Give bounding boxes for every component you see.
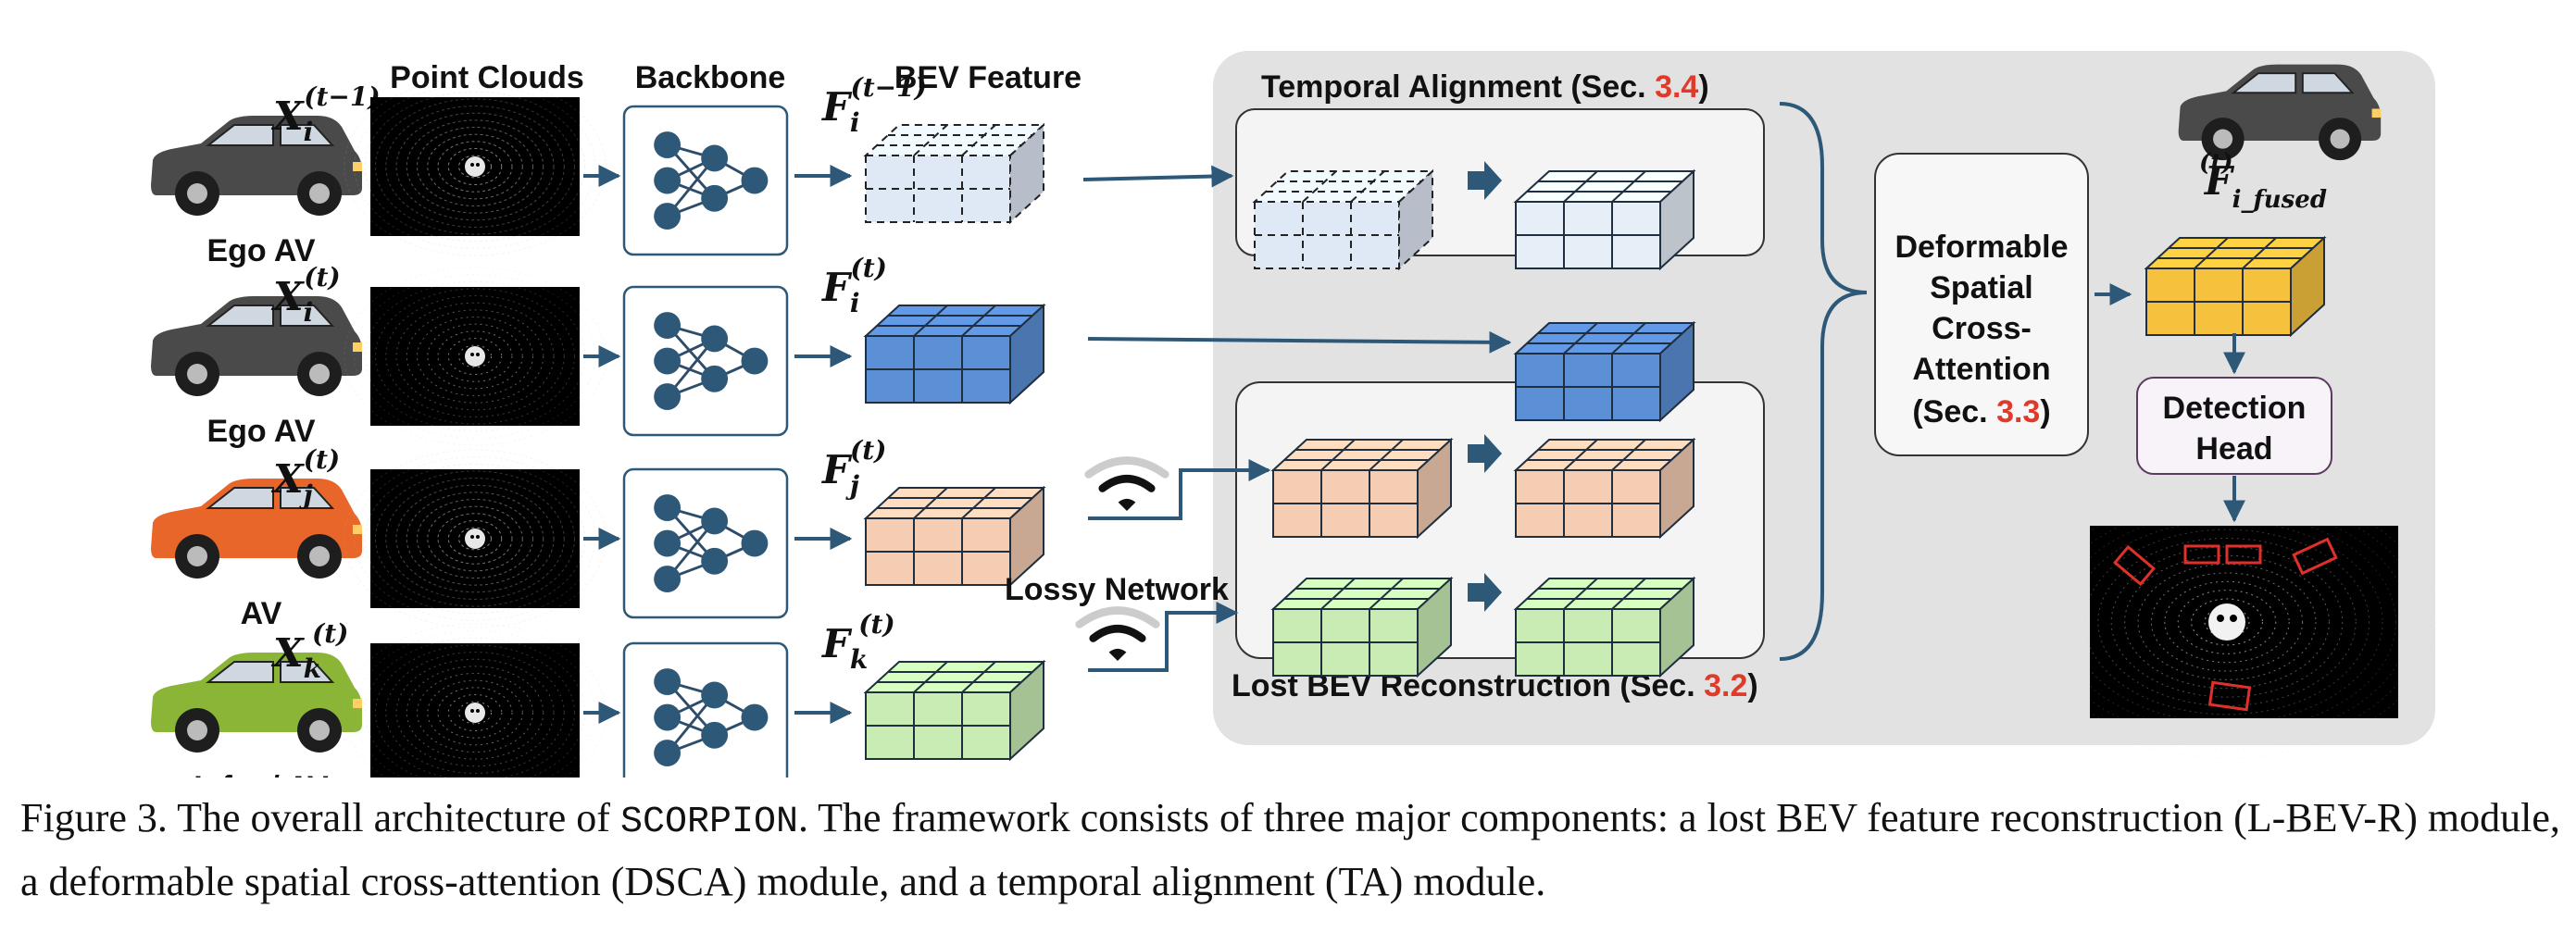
dsca-line: Cross-: [1932, 311, 2032, 346]
agent-label: Infra / AV: [194, 770, 329, 778]
architecture-diagram: Point Clouds Backbone BEV Feature Ego AV…: [149, 51, 2437, 778]
dsca-line: Spatial: [1930, 270, 2032, 305]
point-cloud-image: [344, 449, 606, 628]
agent-label: AV: [241, 596, 282, 631]
arrow-ego-to-panel: [1087, 330, 1512, 354]
ta-output-grid: [1513, 168, 1696, 271]
ta-arrow-icon: [1468, 161, 1502, 200]
bev-feature-symbol: Fi(t−1): [821, 72, 927, 138]
vehicle-icon: [149, 294, 364, 398]
dsca-line: Deformable: [1894, 230, 2068, 265]
point-cloud-image: [344, 623, 606, 778]
input-symbol: Xi(t−1): [270, 81, 381, 147]
bev-feature-grid: [863, 485, 1046, 588]
wifi-strong-icon: [1089, 461, 1166, 512]
lossy-network-label: Lossy Network: [1005, 572, 1229, 607]
dsca-section-ref: (Sec. 3.3): [1912, 394, 2050, 429]
bev-feature-symbol: Fj(t): [821, 435, 886, 501]
point-cloud-image: [344, 267, 606, 446]
temporal-alignment-title: Temporal Alignment (Sec. 3.4): [1261, 69, 1709, 105]
fused-feature-grid: [2144, 235, 2327, 338]
bev-feature-symbol: Fi(t): [821, 253, 887, 318]
vehicle-icon: [149, 651, 364, 754]
detection-head-line-2: Head: [2195, 431, 2272, 466]
header-bev-feature: BEV Feature: [894, 60, 1082, 95]
arrow-prev-to-ta: [1082, 165, 1234, 188]
dsca-line: Attention: [1912, 352, 2050, 387]
dsca-box: [1874, 153, 2089, 456]
recon-av-arrow-icon: [1468, 434, 1502, 473]
vehicle-icon: [149, 477, 364, 580]
recon-av-input-grid: [1270, 437, 1454, 540]
input-symbol: Xi(t): [270, 262, 341, 328]
input-symbol: Xk(t): [270, 618, 348, 684]
detection-boxes: [2113, 537, 2338, 712]
agent-label: Ego AV: [206, 233, 315, 268]
ego-current-grid: [1513, 320, 1696, 423]
vehicle-icon: [149, 114, 364, 218]
brace-top: [1779, 102, 1868, 294]
detection-head-line-1: Detection: [2163, 391, 2307, 426]
recon-infra-arrow-icon: [1468, 573, 1502, 612]
wifi-weak-icon: [1080, 611, 1157, 662]
detection-lidar-rings: [2017, 485, 2437, 759]
arrow-av-to-recon: [1088, 459, 1271, 520]
recon-av-output-grid: [1513, 437, 1696, 540]
point-cloud-image: [344, 77, 606, 256]
agent-row: Ego AV Xi(t−1) Fi(t−1): [149, 72, 1046, 268]
detection-head-box: [2136, 377, 2332, 475]
bev-feature-grid: [863, 303, 1046, 405]
header-point-clouds: Point Clouds: [390, 60, 584, 95]
recon-infra-output-grid: [1513, 576, 1696, 678]
bev-feature-symbol: Fk(t): [821, 609, 895, 675]
method-name: SCORPION: [619, 802, 798, 843]
agent-row: Ego AV Xi(t) Fi(t): [149, 253, 1046, 449]
header-backbone: Backbone: [635, 60, 786, 95]
ta-input-grid: [1252, 168, 1435, 271]
bev-feature-grid: [863, 122, 1046, 225]
figure-caption: Figure 3. The overall architecture of SC…: [20, 795, 2560, 904]
bev-feature-grid: [863, 659, 1046, 762]
agent-row: Infra / AV Xk(t) Fk(t): [149, 609, 1046, 778]
recon-infra-input-grid: [1270, 576, 1454, 678]
agent-label: Ego AV: [206, 414, 315, 449]
arrow-infra-to-recon: [1088, 602, 1239, 672]
brace-bottom: [1779, 291, 1868, 661]
fused-feature-symbol: Fi_fused(t): [2199, 149, 2327, 214]
